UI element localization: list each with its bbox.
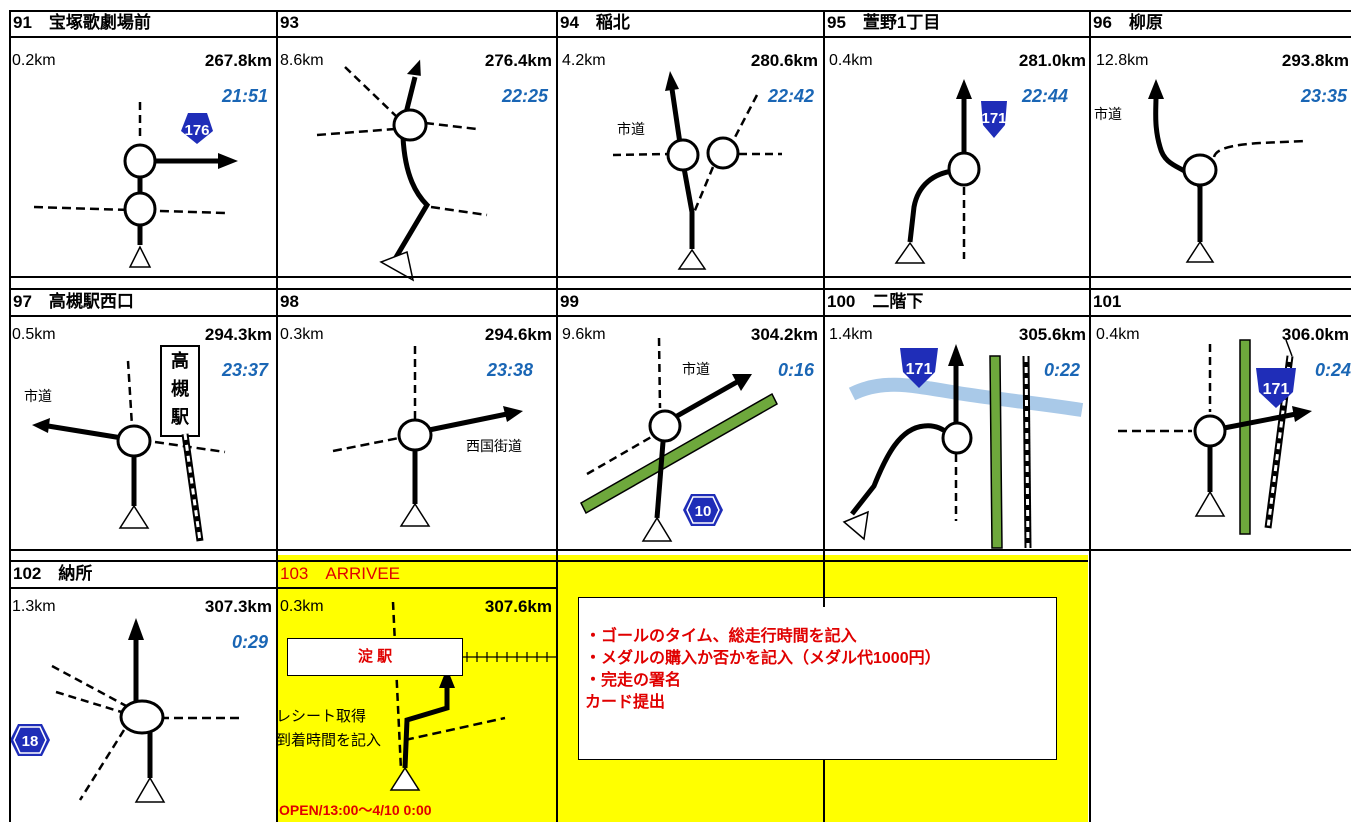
- total-distance: 267.8km: [204, 51, 272, 70]
- segment-distance: 0.5km: [12, 326, 56, 343]
- grid-line: [9, 10, 11, 822]
- junction-diagram: [1148, 79, 1306, 263]
- route-shield-label: 176: [184, 122, 209, 139]
- arrival-time: 23:37: [221, 360, 268, 380]
- segment-distance: 0.3km: [280, 326, 324, 343]
- route-shield-label: 171: [906, 361, 933, 378]
- shield-18-icon: [10, 724, 50, 756]
- segment-distance: 12.8km: [1096, 52, 1149, 69]
- total-distance: 276.4km: [484, 51, 552, 70]
- segment-distance: 0.4km: [829, 52, 873, 69]
- junction-diagram: 10: [580, 337, 778, 542]
- junction-diagram: [389, 601, 557, 791]
- route-shield-label: 171: [1263, 381, 1290, 398]
- segment-distance: 4.2km: [562, 52, 606, 69]
- cell-header: 97 高槻駅西口: [10, 289, 277, 317]
- arrival-time: 22:42: [767, 86, 814, 106]
- road-label: 市道: [617, 121, 645, 137]
- shield-171-icon: [1256, 368, 1296, 408]
- arrival-time: 0:16: [777, 360, 814, 380]
- junction-diagram: 176: [33, 102, 238, 268]
- shield-171-icon: [900, 348, 938, 388]
- arrival-time: 22:25: [501, 86, 548, 106]
- junction-diagram: [332, 346, 523, 527]
- segment-distance: 0.2km: [12, 52, 56, 69]
- cell-header: 102 納所: [10, 561, 277, 589]
- total-distance: 280.6km: [750, 51, 818, 70]
- receipt-label: レシート取得: [276, 708, 367, 725]
- arrival-time-label: 到着時間を記入: [276, 732, 382, 749]
- shield-176-icon: [181, 113, 213, 144]
- junction-diagram: 171: [1118, 339, 1312, 535]
- arrival-time: 23:38: [486, 360, 533, 380]
- arrival-time: 21:51: [221, 86, 268, 106]
- junction-diagram: 171: [894, 79, 1007, 264]
- arrival-time: 0:22: [1043, 360, 1080, 380]
- total-distance: 305.6km: [1018, 325, 1086, 344]
- road-label: 市道: [682, 361, 710, 377]
- grid-line: [10, 288, 1351, 290]
- total-distance: 304.2km: [750, 325, 818, 344]
- note-line: ・完走の署名: [585, 672, 682, 689]
- route-shield-label: 18: [22, 733, 39, 750]
- segment-distance: 9.6km: [562, 326, 606, 343]
- finish-instructions: ・ゴールのタイム、総走行時間を記入 ・メダルの購入か否かを記入（メダル代1000…: [578, 597, 1057, 760]
- note-line: カード提出: [585, 694, 666, 711]
- grid-line: [10, 560, 1088, 562]
- cell-header: 100 二階下: [824, 289, 1090, 317]
- cell-header: 94 稲北: [557, 10, 824, 38]
- total-distance: 306.0km: [1281, 325, 1349, 344]
- arrival-time: 0:24: [1314, 360, 1351, 380]
- grid-line: [556, 10, 558, 822]
- arrival-time: 0:29: [231, 632, 268, 652]
- road-label: 市道: [24, 388, 52, 404]
- junction-diagram: 171: [842, 344, 1084, 549]
- cell-header: 98: [277, 289, 557, 317]
- junction-diagram: [32, 360, 226, 542]
- junction-diagram: [612, 71, 782, 270]
- road-label: 市道: [1094, 106, 1122, 122]
- note-line: ・メダルの購入か否かを記入（メダル代1000円）: [585, 650, 941, 667]
- rail-ticks: [466, 652, 548, 662]
- grid-line: [823, 10, 825, 607]
- arrival-time: 23:35: [1300, 86, 1347, 106]
- grid-line: [1089, 10, 1091, 822]
- road-label: 西国街道: [466, 438, 522, 454]
- segment-distance: 8.6km: [280, 52, 324, 69]
- station-label: 淀 駅: [287, 638, 463, 676]
- cell-header: 101: [1090, 289, 1351, 317]
- cell-header: 99: [557, 289, 824, 317]
- river: [848, 377, 1084, 417]
- station-sign: 高 槻 駅: [160, 345, 200, 437]
- grid-line: [823, 760, 825, 822]
- cell-header: 96 柳原: [1090, 10, 1351, 38]
- grid-line: [10, 10, 1351, 12]
- cell-header: 91 宝塚歌劇場前: [10, 10, 277, 38]
- grid-line: [276, 10, 278, 822]
- route-shield-label: 10: [695, 503, 712, 520]
- cell-header: 95 萱野1丁目: [824, 10, 1090, 38]
- total-distance: 294.6km: [484, 325, 552, 344]
- total-distance: 307.3km: [204, 597, 272, 616]
- junction-diagram: 18: [10, 618, 240, 803]
- open-hours: OPEN/13:00～4/10 0:00: [279, 802, 432, 818]
- grid-line: [10, 549, 1351, 551]
- cell-header: 93: [277, 10, 557, 38]
- arrival-time: 22:44: [1021, 86, 1068, 106]
- total-distance: 294.3km: [204, 325, 272, 344]
- junction-diagram: [316, 59, 488, 282]
- cell-header: 103 ARRIVEE: [277, 561, 557, 589]
- total-distance: 307.6km: [484, 597, 552, 616]
- segment-distance: 1.4km: [829, 326, 873, 343]
- segment-distance: 0.3km: [280, 598, 324, 615]
- segment-distance: 1.3km: [12, 598, 56, 615]
- total-distance: 281.0km: [1018, 51, 1086, 70]
- shield-171-icon: [981, 101, 1007, 138]
- grid-line: [10, 276, 1351, 278]
- total-distance: 293.8km: [1281, 51, 1349, 70]
- shield-10-icon: [683, 494, 723, 526]
- segment-distance: 0.4km: [1096, 326, 1140, 343]
- route-shield-label: 171: [981, 110, 1006, 127]
- note-line: ・ゴールのタイム、総走行時間を記入: [585, 628, 857, 645]
